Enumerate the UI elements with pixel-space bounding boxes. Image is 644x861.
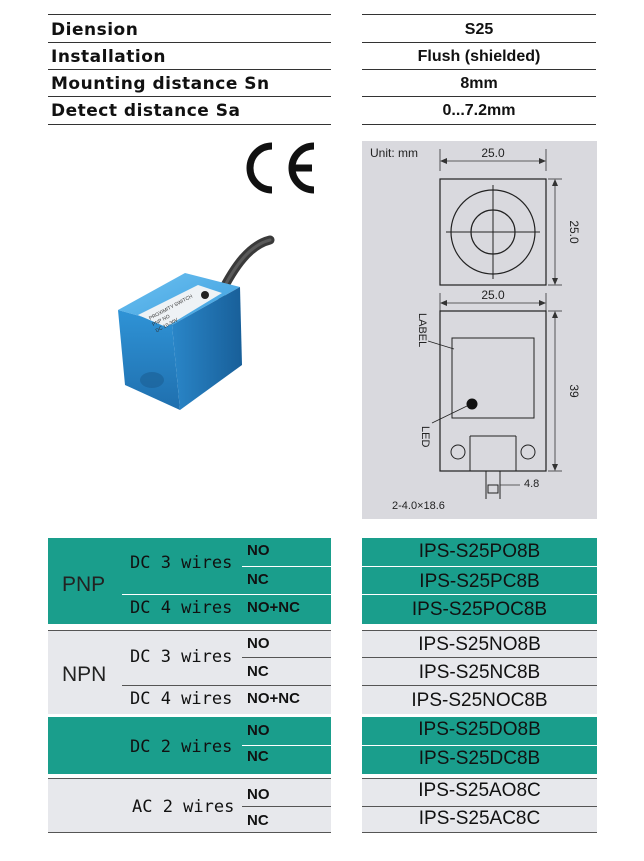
unit-label: Unit: mm xyxy=(370,146,418,160)
spec-value-installation: Flush (shielded) xyxy=(417,48,541,65)
contact-label: NC xyxy=(247,571,269,588)
divider xyxy=(48,124,331,125)
divider xyxy=(362,657,597,658)
contact-label: NC xyxy=(247,663,269,680)
type-label-pnp: PNP xyxy=(62,573,106,596)
pnp-band-right xyxy=(362,538,597,624)
model-number: IPS-S25NC8B xyxy=(418,662,541,683)
divider xyxy=(48,14,331,15)
wires-label: DC 2 wires xyxy=(130,737,233,757)
top-width-dim: 25.0 xyxy=(481,146,505,160)
model-number: IPS-S25AO8C xyxy=(418,780,541,801)
divider xyxy=(122,594,331,595)
divider xyxy=(362,594,597,595)
sensor-photo: PROXIMITY SWITCH PNP NO DC 10-30V xyxy=(118,235,275,410)
ac2-band-right xyxy=(362,778,597,832)
dimension-drawing: Unit: mm 25.0 25.0 25.0 4.8 39 LABEL LED xyxy=(362,141,597,519)
divider xyxy=(362,630,597,631)
spec-label-installation: Installation xyxy=(51,47,167,67)
spec-label-detect-distance: Detect distance Sa xyxy=(51,101,241,121)
model-number: IPS-S25POC8B xyxy=(411,599,548,620)
contact-label: NO xyxy=(247,542,270,559)
contact-label: NO xyxy=(247,786,270,803)
divider xyxy=(48,778,331,779)
type-label-npn: NPN xyxy=(62,663,107,686)
top-height-dim: 25.0 xyxy=(567,220,581,244)
divider xyxy=(362,778,597,779)
pnp-band xyxy=(48,538,331,624)
divider xyxy=(362,685,597,686)
divider xyxy=(242,566,331,567)
wires-label: DC 3 wires xyxy=(130,647,233,667)
divider xyxy=(242,745,331,746)
divider xyxy=(362,566,597,567)
divider xyxy=(122,685,331,686)
contact-label: NC xyxy=(247,812,269,829)
model-number: IPS-S25AC8C xyxy=(418,808,541,829)
ac2-band xyxy=(48,778,331,832)
divider xyxy=(362,42,596,43)
label-callout: LABEL xyxy=(416,313,428,347)
led-callout: LED xyxy=(419,426,431,447)
spec-value-dimension: S25 xyxy=(464,21,494,38)
divider xyxy=(242,806,331,807)
divider xyxy=(48,42,331,43)
divider xyxy=(48,832,331,833)
model-number: IPS-S25PC8B xyxy=(419,571,540,592)
divider xyxy=(242,657,331,658)
spec-value-detect-distance: 0...7.2mm xyxy=(442,102,516,119)
model-number: IPS-S25NOC8B xyxy=(411,690,548,711)
model-number: IPS-S25DO8B xyxy=(418,719,541,740)
model-number: IPS-S25PO8B xyxy=(418,541,541,562)
npn-band xyxy=(48,630,331,714)
wires-label: DC 3 wires xyxy=(130,553,233,573)
model-number: IPS-S25DC8B xyxy=(418,748,541,769)
contact-label: NO xyxy=(247,635,270,652)
ce-mark-icon xyxy=(246,142,315,194)
side-width-dim: 25.0 xyxy=(481,288,505,302)
wires-label: DC 4 wires xyxy=(130,598,233,618)
divider xyxy=(362,806,597,807)
side-height-dim: 39 xyxy=(567,384,581,398)
spec-label-mounting-distance: Mounting distance Sn xyxy=(51,74,270,94)
divider xyxy=(362,14,596,15)
contact-label: NO xyxy=(247,722,270,739)
npn-band-right xyxy=(362,630,597,714)
wires-label: AC 2 wires xyxy=(132,797,235,817)
divider xyxy=(48,69,331,70)
spec-label-dimension: Diension xyxy=(51,20,139,40)
divider xyxy=(48,96,331,97)
divider xyxy=(362,96,596,97)
tab-dim: 4.8 xyxy=(524,478,539,490)
divider xyxy=(362,745,597,746)
contact-label: NO+NC xyxy=(247,599,300,616)
hole-spec: 2-4.0×18.6 xyxy=(392,500,445,512)
wires-label: DC 4 wires xyxy=(130,689,233,709)
divider xyxy=(362,124,596,125)
contact-label: NO+NC xyxy=(247,690,300,707)
contact-label: NC xyxy=(247,748,269,765)
divider xyxy=(362,832,597,833)
spec-value-mounting-distance: 8mm xyxy=(460,75,498,92)
model-number: IPS-S25NO8B xyxy=(418,634,541,655)
divider xyxy=(362,69,596,70)
divider xyxy=(48,630,331,631)
